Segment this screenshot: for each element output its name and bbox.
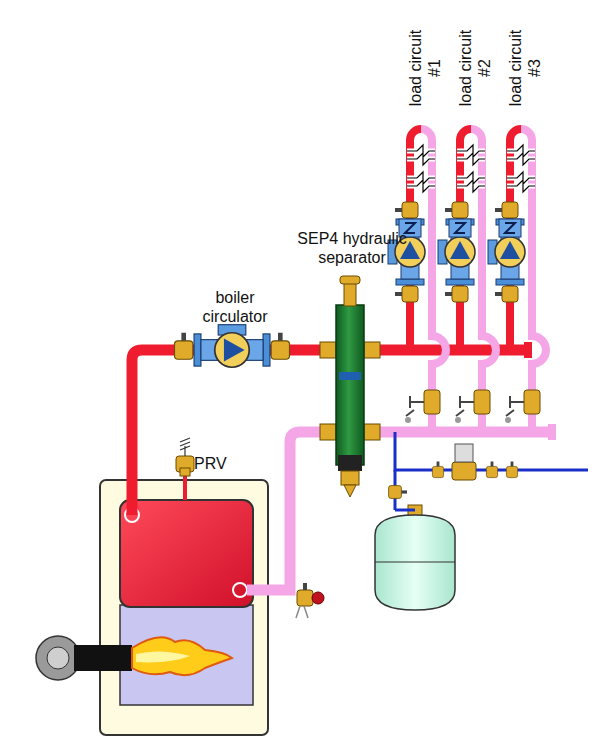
part-label: SEP4 hydraulic separator (297, 229, 407, 267)
circuit-label: load circuit #3 (506, 25, 544, 111)
part-label: PRV (194, 454, 234, 473)
part-label: boiler circulator (185, 288, 285, 326)
circuit-label: load circuit #1 (406, 25, 444, 111)
circuit-label: load circuit #2 (456, 25, 494, 111)
